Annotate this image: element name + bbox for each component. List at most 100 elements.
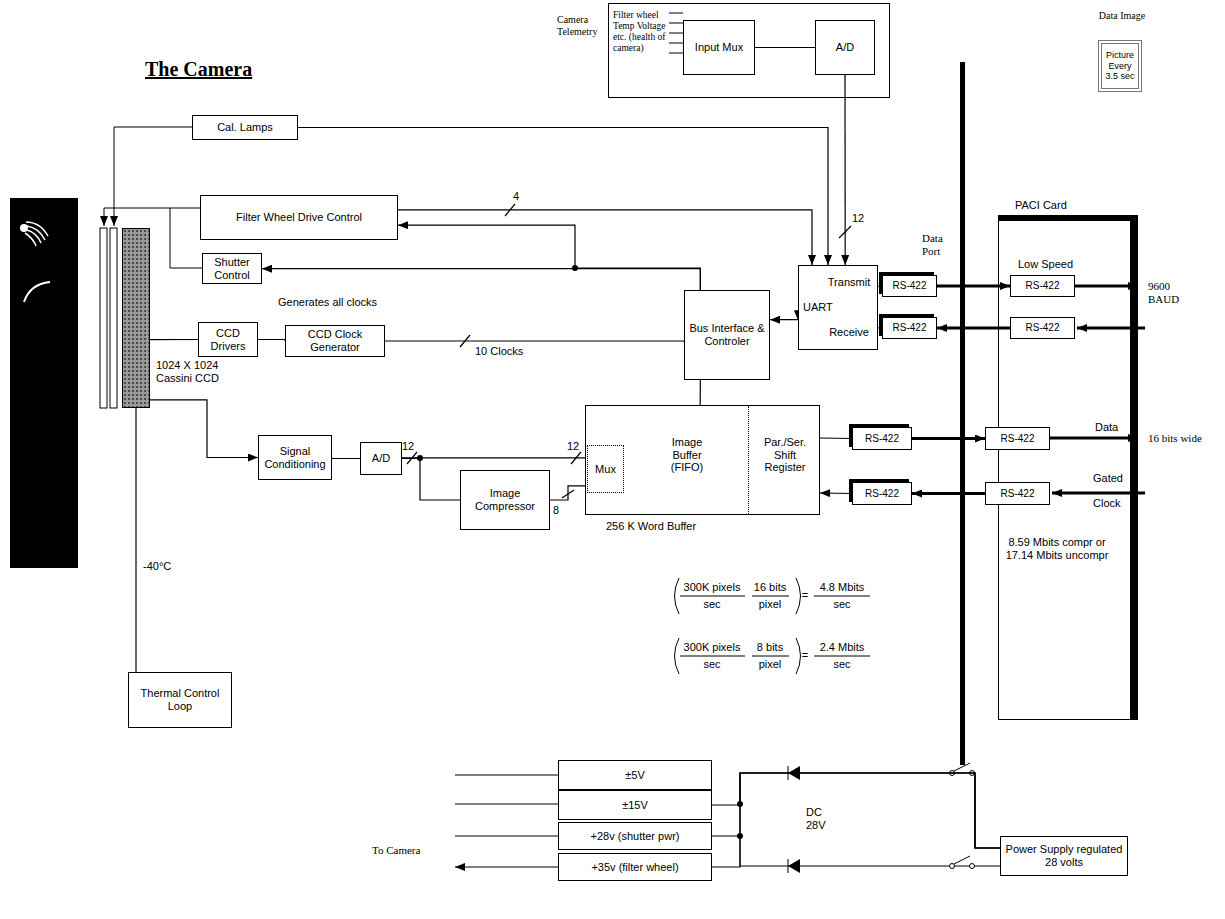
formula-term: 4.8 Mbits [820, 581, 865, 594]
connector [912, 437, 985, 440]
connector [332, 458, 360, 459]
to-camera-arrows [455, 775, 558, 867]
node-text: A/D [836, 41, 854, 54]
formula-term: 300K pixels [684, 581, 741, 594]
node-text: Thermal Control Loop [133, 687, 227, 712]
fraction-bars [680, 656, 870, 657]
formula-term: 2.4 Mbits [820, 641, 865, 654]
line-driver: RS-422 [882, 317, 937, 339]
node-text: RS-422 [1026, 280, 1060, 292]
line-driver: RS-422 [985, 482, 1050, 505]
picture-badge: Data ImagePicture Every 3.5 sec [1098, 40, 1142, 92]
card-panel: PACI Card8.59 Mbits compr or 17.14 Mbits… [998, 215, 1138, 720]
node-text: CCD Clock Generator [290, 328, 380, 353]
formula-term: = [802, 649, 808, 662]
temperature-note: -40°C [143, 560, 171, 573]
width-note: 16 bits wide [1148, 432, 1202, 445]
process-box: Thermal Control Loop [128, 672, 232, 728]
signal-name: Gated [1093, 472, 1123, 485]
connector [937, 285, 1010, 288]
node-text: Cal. Lamps [217, 121, 273, 134]
node-text: RS-422 [865, 488, 899, 500]
node-text: RS-422 [893, 280, 927, 292]
power-rail-box: +28v (shutter pwr) [558, 822, 712, 850]
node-text: RS-422 [1001, 488, 1035, 500]
connector [712, 773, 1000, 848]
ccd-sensor: 1024 X 1024 Cassini CCD [122, 228, 150, 408]
connector [150, 339, 198, 340]
lamp-wire [114, 127, 192, 226]
uart-box: TransmitUARTReceive [798, 265, 878, 350]
connector [755, 47, 815, 48]
node-text: CCD Drivers [203, 327, 253, 352]
formula-term: = [802, 589, 808, 602]
signal-name: Low Speed [1018, 258, 1073, 271]
connector [398, 210, 812, 265]
telemetry-panel: Camera TelemetryFilter wheel Temp Voltag… [608, 3, 890, 98]
mux-region: Mux [587, 445, 624, 493]
node-text: Bus Interface & Controler [689, 322, 765, 347]
node-text: Filter Wheel Drive Control [236, 211, 362, 224]
node-text: A/D [372, 452, 390, 465]
diode-bar [788, 766, 789, 873]
connector [258, 340, 285, 342]
node-text: RS-422 [865, 433, 899, 445]
node-text: RS-422 [1026, 322, 1060, 334]
target-panel [10, 198, 78, 568]
data-out [1050, 437, 1138, 440]
note: Generates all clocks [278, 296, 377, 309]
node-text: Image Buffer (FIFO) [657, 436, 717, 474]
node-text: Power Supply regulated 28 volts [1005, 843, 1123, 868]
formula-term: sec [833, 658, 850, 671]
comet-tail [25, 222, 48, 246]
node-text: Picture Every 3.5 sec [1103, 50, 1137, 81]
buffer-box: Image Buffer (FIFO) Par./Ser. Shift Regis… [585, 405, 820, 515]
rate-note: 9600 BAUD [1148, 280, 1188, 305]
node-text: Receive [823, 326, 875, 339]
filter-strip [100, 228, 107, 408]
fraction-bars [680, 596, 870, 597]
node-text: Shutter Control [207, 256, 257, 281]
power-rail-box: +35v (filter wheel) [558, 853, 712, 881]
formula-term: 8 bits [757, 641, 783, 654]
process-box: Image Compressor [460, 470, 550, 530]
connector [937, 327, 1010, 330]
bus-label: 12 [566, 440, 580, 452]
voltage-note: DC 28V [806, 806, 834, 831]
node-text: ±15V [622, 799, 648, 812]
node-text: Par./Ser. Shift Register [752, 436, 818, 474]
node-text: Camera Telemetry [557, 14, 605, 37]
direction-note: To Camera [372, 844, 420, 857]
connector [844, 75, 845, 265]
connector [712, 773, 1000, 848]
connector [402, 459, 460, 501]
backplane-bus [960, 62, 965, 765]
formula-term: sec [703, 598, 720, 611]
power-wire [740, 836, 1000, 866]
connector [385, 341, 684, 342]
node-text: Mux [595, 463, 616, 476]
line-driver: RS-422 [852, 482, 912, 505]
node-text: 1024 X 1024 Cassini CCD [156, 359, 228, 384]
node-text: Data Image [1088, 10, 1156, 22]
shutter-strip [110, 228, 117, 408]
power-wiring [455, 766, 1000, 873]
node-text: RS-422 [893, 322, 927, 334]
process-box: Filter Wheel Drive Control [200, 195, 398, 240]
formula-term: sec [703, 658, 720, 671]
node-text: 256 K Word Buffer [606, 520, 766, 533]
process-box: Cal. Lamps [192, 115, 298, 140]
node-text: Filter wheel Temp Voltage etc. (health o… [613, 10, 669, 54]
power-supply-box: Power Supply regulated 28 volts [1000, 836, 1128, 876]
process-box: Shutter Control [202, 253, 262, 284]
connector [712, 773, 1000, 867]
process-box: A/D [815, 20, 875, 75]
page-title: The Camera [145, 58, 252, 81]
signal-name: Clock [1093, 497, 1121, 510]
line-driver: RS-422 [985, 427, 1050, 450]
process-box: A/D [360, 442, 402, 475]
node-text: Transmit [823, 276, 875, 289]
node-text: +35v (filter wheel) [591, 861, 678, 874]
formula-term: pixel [759, 598, 782, 611]
